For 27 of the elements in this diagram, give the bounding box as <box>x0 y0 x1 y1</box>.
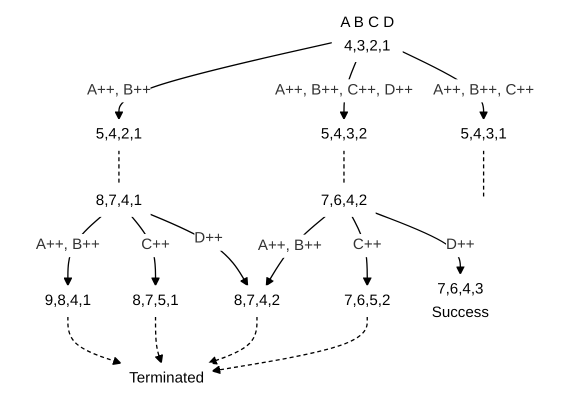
arrow <box>150 214 248 286</box>
edge-label: A++, B++, C++ <box>433 81 534 98</box>
node-text: 8,7,4,1 <box>96 192 142 209</box>
node-text: 8,7,4,2 <box>234 292 280 309</box>
arrow <box>212 316 368 374</box>
node-text: 7,6,4,2 <box>320 192 368 209</box>
node-text: 7,6,5,2 <box>344 292 390 309</box>
node-text: 5,4,3,2 <box>320 126 368 143</box>
node-text: Terminated <box>129 369 204 386</box>
node-text: 8,7,5,1 <box>132 292 179 309</box>
edge-label: A++, B++ <box>258 236 322 254</box>
node-text: 9,8,4,1 <box>44 292 92 309</box>
arrow <box>154 316 164 364</box>
edge-label: C++ <box>141 236 170 254</box>
edge-label: D++ <box>194 230 223 247</box>
arrow <box>208 316 258 365</box>
edge-label: A++, B++ <box>86 81 151 98</box>
arrow <box>67 316 122 365</box>
connector <box>482 150 484 197</box>
edge-label: D++ <box>446 236 475 254</box>
node-text: 5,4,3,1 <box>460 126 507 143</box>
node-text: 7,6,4,3 Success <box>432 280 489 320</box>
node-text: A B C D 4,3,2,1 <box>340 14 394 54</box>
node-text: 5,4,2,1 <box>96 126 142 143</box>
edge-label: A++, B++, C++, D++ <box>274 81 413 98</box>
edge-label: A++, B++ <box>36 236 100 254</box>
edge-label: C++ <box>352 236 382 254</box>
